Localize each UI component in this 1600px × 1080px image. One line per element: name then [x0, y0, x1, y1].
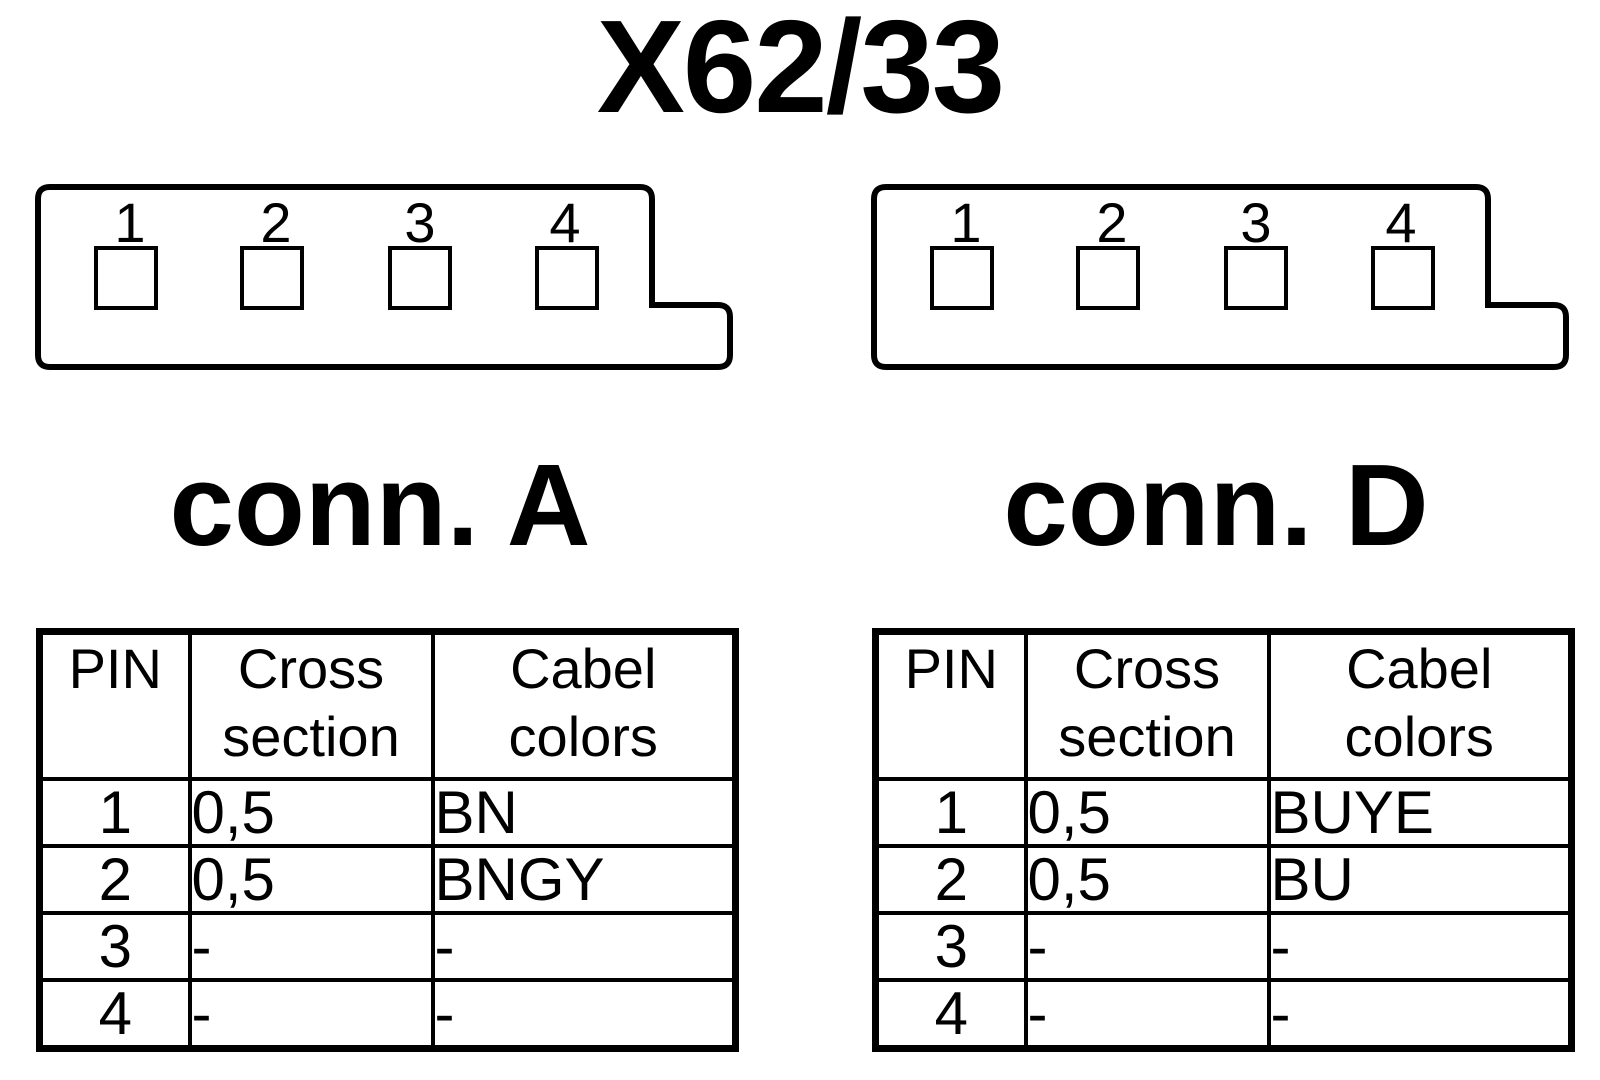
cross-section-value: - [187, 978, 435, 1051]
cable-color-value: BNGY [430, 844, 738, 915]
cable-color-value: BN [430, 777, 738, 848]
table-row: 4 - - [37, 978, 738, 1051]
connector-a-label: conn. A [169, 440, 591, 570]
cross-section-value: - [1023, 911, 1271, 982]
cross-section-value: 0,5 [1023, 777, 1271, 848]
table-header-row: PIN Cross section Cabel colors [873, 629, 1574, 781]
connector-a-pin-number: 2 [260, 191, 291, 254]
connector-a-housing [35, 184, 733, 370]
cross-section-value: - [187, 911, 435, 982]
header-pin: PIN [37, 629, 192, 781]
connector-d-pin-2 [1076, 246, 1140, 310]
connector-d-pin-number: 3 [1240, 191, 1271, 254]
table-row: 2 0,5 BNGY [37, 844, 738, 915]
cross-section-value: 0,5 [187, 844, 435, 915]
connector-d-pin-4 [1371, 246, 1435, 310]
cable-color-value: - [1266, 978, 1574, 1051]
pin-number: 3 [37, 911, 192, 982]
connector-d-pin-3 [1224, 246, 1288, 310]
header-cable-colors: Cabel colors [1266, 629, 1574, 781]
header-cross-section: Cross section [1023, 629, 1271, 781]
cross-section-value: 0,5 [1023, 844, 1271, 915]
connector-d-pin-number: 1 [950, 191, 981, 254]
connector-a-pin-number: 3 [404, 191, 435, 254]
connector-a-pin-3 [388, 246, 452, 310]
table-row: 4 - - [873, 978, 1574, 1051]
pin-number: 1 [37, 777, 192, 848]
cable-color-value: - [1266, 911, 1574, 982]
pin-number: 2 [873, 844, 1028, 915]
connector-d-label: conn. D [1003, 440, 1429, 570]
connector-d-pin-table: PIN Cross section Cabel colors 1 0,5 BUY… [872, 628, 1575, 1052]
cable-color-value: BUYE [1266, 777, 1574, 848]
header-cable-colors: Cabel colors [430, 629, 738, 781]
cable-color-value: - [430, 911, 738, 982]
table-header-row: PIN Cross section Cabel colors [37, 629, 738, 781]
table-row: 3 - - [37, 911, 738, 982]
cable-color-value: - [430, 978, 738, 1051]
cross-section-value: 0,5 [187, 777, 435, 848]
pin-number: 4 [873, 978, 1028, 1051]
pin-number: 1 [873, 777, 1028, 848]
connector-a-diagram: 1 2 3 4 [35, 184, 733, 370]
cross-section-value: - [1023, 978, 1271, 1051]
connector-a-pin-number: 1 [114, 191, 145, 254]
connector-d-pin-1 [930, 246, 994, 310]
connector-a-pin-number: 4 [549, 191, 580, 254]
pin-number: 2 [37, 844, 192, 915]
table-row: 1 0,5 BUYE [873, 777, 1574, 848]
header-cross-section: Cross section [187, 629, 435, 781]
connector-a-pin-2 [240, 246, 304, 310]
table-row: 3 - - [873, 911, 1574, 982]
diagram-title: X62/33 [596, 0, 1005, 140]
connector-d-pin-number: 2 [1096, 191, 1127, 254]
connector-a-pin-table: PIN Cross section Cabel colors 1 0,5 BN … [36, 628, 739, 1052]
header-pin: PIN [873, 629, 1028, 781]
table-row: 1 0,5 BN [37, 777, 738, 848]
table-row: 2 0,5 BU [873, 844, 1574, 915]
connector-a-pin-4 [535, 246, 599, 310]
cable-color-value: BU [1266, 844, 1574, 915]
pin-number: 4 [37, 978, 192, 1051]
connector-d-housing [871, 184, 1569, 370]
connector-d-diagram: 1 2 3 4 [871, 184, 1569, 370]
connector-a-pin-1 [94, 246, 158, 310]
pin-number: 3 [873, 911, 1028, 982]
connector-d-pin-number: 4 [1385, 191, 1416, 254]
